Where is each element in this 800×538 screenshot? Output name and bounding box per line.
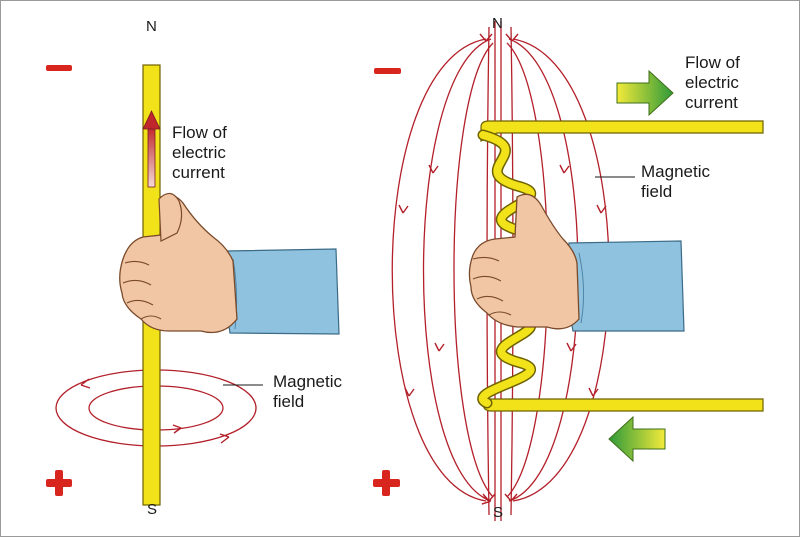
left-current-label: Flow of electric current — [172, 123, 227, 182]
left-minus-sign — [46, 65, 72, 71]
left-plus-sign — [46, 470, 72, 496]
right-field-label: Magnetic field — [641, 162, 710, 201]
right-hand — [468, 193, 580, 330]
right-current-label: Flow of electric current — [685, 53, 740, 112]
right-north-pole-label: N — [492, 15, 503, 32]
left-sleeve — [224, 248, 340, 335]
right-current-arrow-in — [616, 69, 674, 117]
left-field-arrows — [80, 378, 230, 444]
right-top-lead-wire — [480, 120, 764, 142]
right-bottom-lead-wire — [482, 398, 764, 412]
right-minus-sign — [374, 68, 401, 74]
right-plus-sign — [373, 470, 400, 496]
left-hand — [119, 194, 238, 334]
left-current-arrow — [142, 110, 161, 188]
left-field-label: Magnetic field — [273, 372, 342, 411]
right-south-pole-label: S — [493, 504, 504, 521]
right-sleeve — [566, 240, 685, 332]
left-north-pole-label: N — [146, 18, 157, 35]
left-panel — [46, 64, 340, 506]
right-current-arrow-out — [608, 415, 666, 463]
right-panel — [373, 21, 764, 521]
right-field-arrows — [398, 33, 607, 502]
left-south-pole-label: S — [147, 501, 158, 518]
